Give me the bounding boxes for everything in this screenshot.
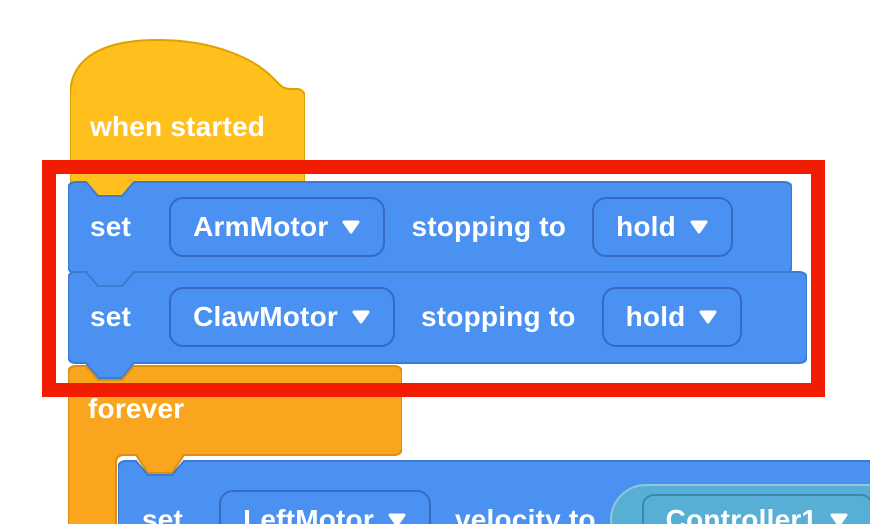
set-claw-motor-stopping-block-shape (68, 271, 807, 379)
controller-dropdown[interactable]: Controller1 (641, 493, 870, 524)
arm-motor-dropdown-value: ArmMotor (193, 210, 329, 242)
highlight-rectangle (42, 160, 825, 397)
dropdown-arrow-icon (829, 512, 849, 524)
dropdown-arrow-icon (387, 512, 407, 524)
stopping-to-label: stopping to (420, 300, 576, 332)
arm-motor-dropdown[interactable]: ArmMotor (169, 196, 386, 257)
set-label: set (90, 300, 132, 332)
set-arm-motor-stopping-block[interactable]: set ArmMotor stopping to hold (68, 181, 792, 291)
set-left-motor-velocity-block[interactable]: set LeftMotor velocity to Controller1 (118, 460, 870, 524)
claw-brake-mode-value: hold (625, 300, 686, 332)
left-motor-dropdown[interactable]: LeftMotor (219, 489, 431, 524)
dropdown-arrow-icon (698, 309, 718, 325)
set-claw-motor-stopping-block[interactable]: set ClawMotor stopping to hold (68, 271, 807, 381)
arm-brake-mode-dropdown[interactable]: hold (592, 196, 733, 257)
velocity-to-label: velocity to (454, 503, 596, 524)
claw-brake-mode-dropdown[interactable]: hold (601, 286, 743, 347)
dropdown-arrow-icon (341, 219, 361, 235)
dropdown-arrow-icon (351, 309, 371, 325)
stopping-to-label: stopping to (411, 210, 567, 242)
forever-label: forever (88, 393, 185, 424)
left-motor-dropdown-value: LeftMotor (243, 503, 374, 524)
dropdown-arrow-icon (689, 219, 709, 235)
when-started-label: when started (90, 111, 266, 142)
controller-reporter-block[interactable]: Controller1 (609, 483, 870, 524)
arm-brake-mode-value: hold (616, 210, 676, 242)
claw-motor-dropdown-value: ClawMotor (193, 300, 338, 332)
set-label: set (142, 503, 184, 524)
forever-block-shape (68, 365, 402, 524)
claw-motor-dropdown[interactable]: ClawMotor (169, 286, 395, 347)
set-label: set (90, 210, 132, 242)
forever-block[interactable]: forever (68, 365, 402, 524)
controller-dropdown-value: Controller1 (665, 503, 818, 524)
